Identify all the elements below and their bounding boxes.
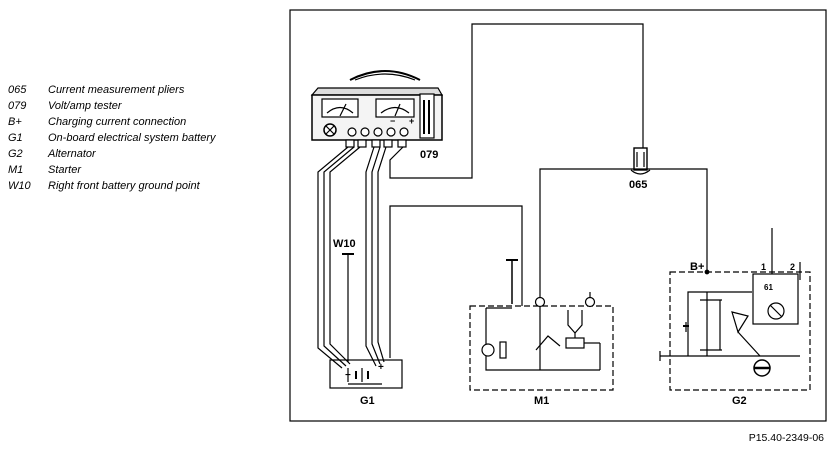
pliers-signal-line <box>389 23 644 179</box>
alternator <box>659 228 811 391</box>
legend-code: M1 <box>8 164 24 176</box>
legend-code: G2 <box>8 148 23 160</box>
legend-item: G1 On-board electrical system battery <box>8 130 216 146</box>
legend-item: W10 Right front battery ground point <box>8 178 216 194</box>
legend: 065 Current measurement pliers 079 Volt/… <box>8 82 216 194</box>
ground-cable <box>389 205 523 358</box>
legend-item: M1 Starter <box>8 162 216 178</box>
battery <box>329 359 403 389</box>
battery-minus-label: − <box>345 370 351 381</box>
legend-text: On-board electrical system battery <box>48 132 216 144</box>
test-leads <box>317 146 387 369</box>
legend-code: W10 <box>8 180 31 192</box>
legend-item: G2 Alternator <box>8 146 216 162</box>
legend-text: Right front battery ground point <box>48 180 200 192</box>
alt-terminal-2: 2 <box>790 262 795 272</box>
legend-code: 065 <box>8 84 27 96</box>
diagram-frame <box>289 9 827 422</box>
legend-text: Charging current connection <box>48 116 187 128</box>
starter-label: M1 <box>534 395 549 407</box>
legend-text: Starter <box>48 164 82 176</box>
battery-label: G1 <box>360 395 375 407</box>
volt-amp-tester <box>310 70 444 148</box>
alternator-label: G2 <box>732 395 747 407</box>
legend-text: Volt/amp tester <box>48 100 122 112</box>
tester-label: 079 <box>420 149 438 161</box>
charging-label: B+ <box>690 261 704 273</box>
tester-plus-label: + <box>409 116 414 126</box>
legend-text: Current measurement pliers <box>48 84 185 96</box>
ground-label: W10 <box>333 238 356 250</box>
legend-text: Alternator <box>48 148 96 160</box>
legend-item: 065 Current measurement pliers <box>8 82 216 98</box>
pliers-label: 065 <box>629 179 647 191</box>
legend-item: B+ Charging current connection <box>8 114 216 130</box>
battery-plus-label: + <box>378 362 384 373</box>
reference-number: P15.40-2349-06 <box>748 432 824 444</box>
alt-regulator-label: 61 <box>764 283 773 292</box>
legend-code: G1 <box>8 132 23 144</box>
legend-item: 079 Volt/amp tester <box>8 98 216 114</box>
tester-minus-label: − <box>390 116 395 126</box>
charging-cable <box>539 168 708 298</box>
legend-code: 079 <box>8 100 27 112</box>
alt-terminal-1: 1 <box>761 262 766 272</box>
starter <box>469 259 614 391</box>
legend-code: B+ <box>8 116 22 128</box>
current-pliers <box>630 147 651 175</box>
